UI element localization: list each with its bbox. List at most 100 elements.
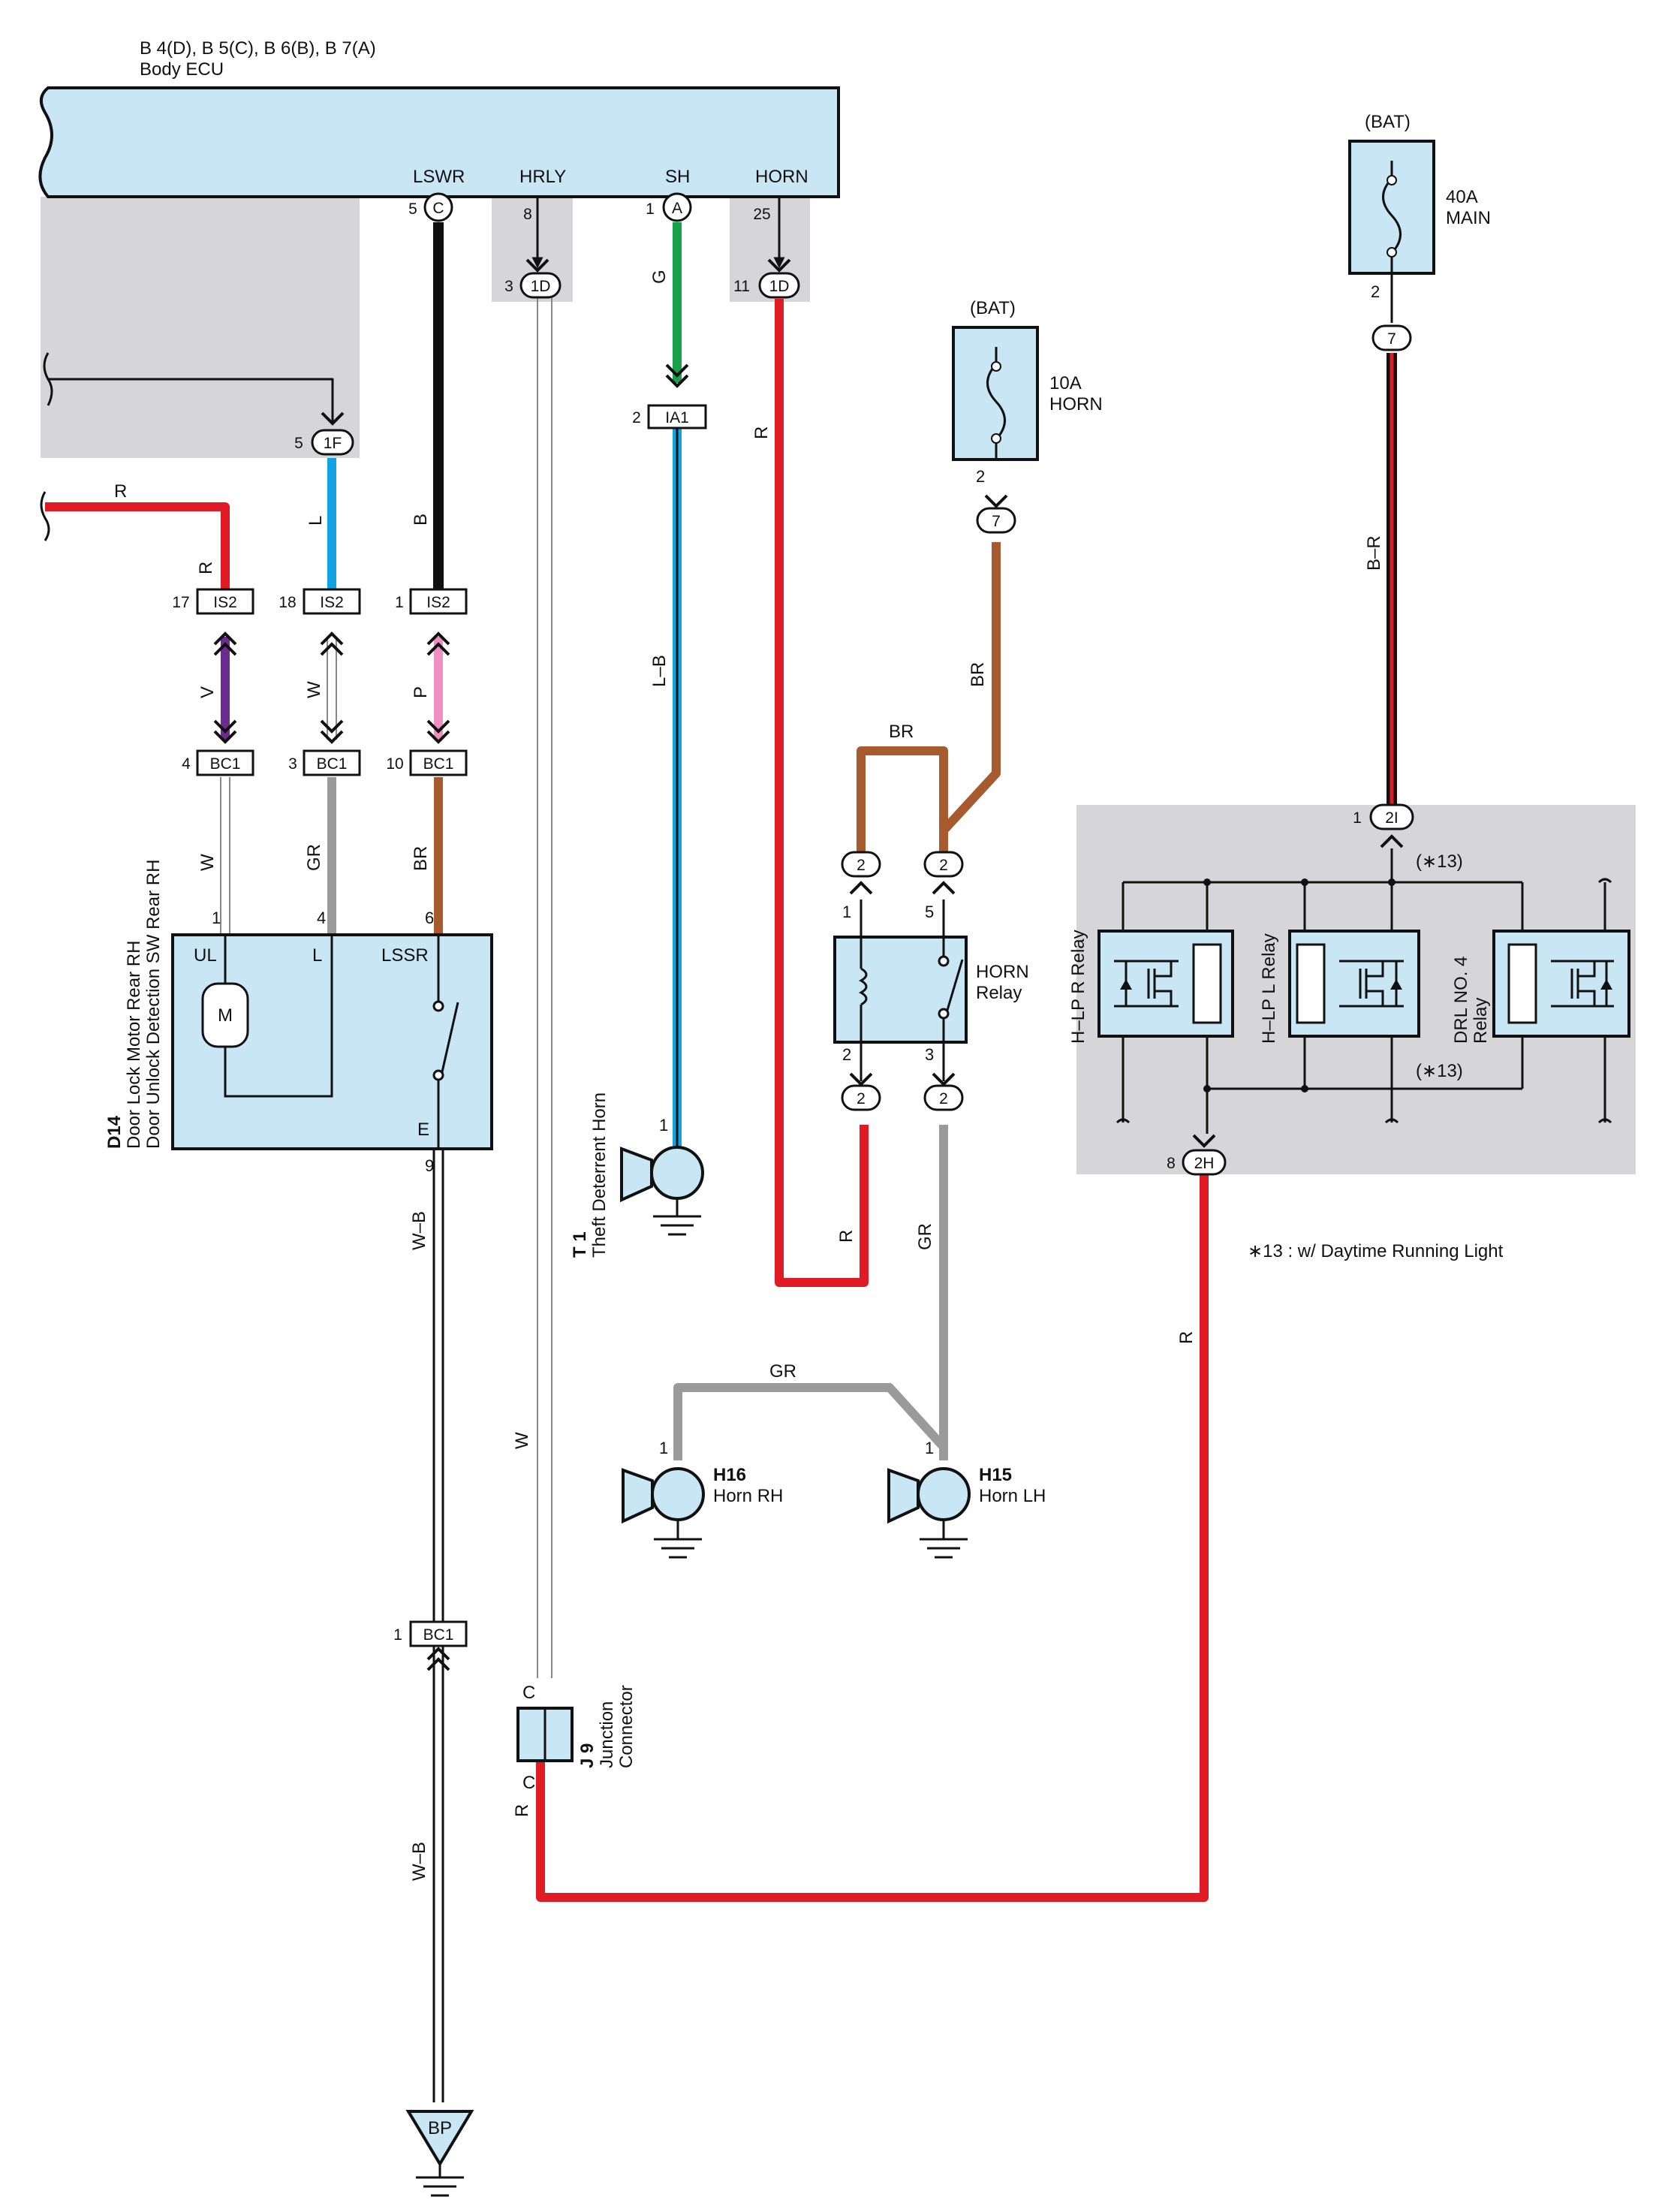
horn-icon: [650, 1146, 704, 1200]
main-fuse-rating: 40A: [1446, 187, 1478, 207]
connector-1d-horn: 1D: [769, 278, 790, 295]
pin-17: 17: [172, 594, 189, 611]
ecu-codes: B 4(D), B 5(C), B 6(B), B 7(A): [140, 38, 376, 59]
body-ecu: B 4(D), B 5(C), B 6(B), B 7(A) Body ECU …: [38, 38, 840, 198]
horn-rh-h16: 1 H16 Horn RH: [622, 1439, 783, 1559]
relay-hlp-r: H–LP R Relay: [1068, 930, 1088, 1044]
j9-line2: Connector: [616, 1685, 637, 1768]
connector-bc1-1: BC1: [423, 1626, 454, 1644]
wire-label-br-top: BR: [889, 722, 914, 742]
j9-c-top: C: [522, 1683, 535, 1703]
t1-pin-1: 1: [659, 1116, 668, 1135]
pin-10-bc1: 10: [386, 755, 403, 773]
ecu-terminal-horn: HORN: [755, 167, 808, 187]
horn-lh-icon: [917, 1467, 971, 1521]
pin-4-bc1: 4: [182, 755, 191, 773]
wire-label-gr-relay: GR: [915, 1223, 935, 1250]
connector-ia1: IA1: [665, 409, 689, 426]
connector-2-relay-out-3: 2: [939, 1090, 948, 1108]
theft-deterrent-horn-t1: 1 T 1 Theft Deterrent Horn: [570, 1092, 704, 1258]
ecu-terminal-sh: SH: [665, 167, 690, 187]
horn-relay-line1: HORN: [976, 962, 1029, 982]
note-ref-bottom: (∗13): [1416, 1061, 1463, 1081]
connector-bc1-3: BC1: [317, 755, 348, 773]
chevron-icons: [213, 258, 1404, 1671]
relay-pin-1: 1: [842, 903, 851, 921]
d14-pin-4: 4: [317, 909, 326, 927]
wire-label-lb: L–B: [649, 655, 670, 687]
h15-name: Horn LH: [979, 1486, 1046, 1506]
connector-is2-18: IS2: [320, 594, 344, 611]
wire-label-w-hrly: W: [512, 1432, 532, 1449]
wire-label-r-horn: R: [751, 426, 772, 439]
door-lock-motor-d14: 1 4 6 9 UL L LSSR E M D14 Door Lock Moto…: [104, 860, 493, 1175]
connector-2-relay-in-5: 2: [939, 857, 948, 874]
connector-7-main-fuse: 7: [1387, 330, 1396, 348]
headlight-relays: H–LP R Relay H–LP L Relay DRL NO. 4 Rela…: [1068, 848, 1630, 1134]
fuse-10a-horn: (BAT) 10A HORN 2: [952, 298, 1103, 486]
wire-labels: R R L B V W P W GR BR G L–B R W W–B W–B …: [114, 270, 1384, 1881]
wire-label-w-lower: W: [197, 854, 218, 871]
ground-bp-label: BP: [428, 2118, 452, 2138]
connector-bc1-10: BC1: [423, 755, 454, 773]
connector-2h: 2H: [1194, 1155, 1215, 1172]
main-fuse-name: MAIN: [1446, 208, 1491, 228]
ecu-name: Body ECU: [140, 59, 224, 80]
h15-pin-1: 1: [925, 1439, 934, 1457]
pin-25-horn: 25: [753, 206, 770, 223]
wire-label-r-junction: R: [512, 1804, 532, 1817]
connector-c: C: [432, 200, 444, 217]
pin-5-1f: 5: [294, 435, 303, 452]
fuse-40a-main: (BAT) 40A MAIN 2: [1348, 112, 1491, 323]
wire-label-br: BR: [411, 846, 431, 871]
connector-1d-hrly: 1D: [531, 278, 551, 295]
horn-fuse-name: HORN: [1049, 394, 1103, 414]
connector-2i: 2I: [1385, 809, 1399, 827]
note-ref-top: (∗13): [1416, 851, 1463, 872]
d14-terminal-e: E: [417, 1120, 429, 1140]
d14-pin-1: 1: [212, 909, 221, 927]
relay-pin-5: 5: [925, 903, 934, 921]
pin-1-2i: 1: [1353, 809, 1362, 827]
ecu-terminal-lswr: LSWR: [413, 167, 465, 187]
ground-bp: BP: [405, 2110, 474, 2197]
connector-1f: 1F: [324, 435, 342, 452]
d14-line2: Door Unlock Detection SW Rear RH: [143, 860, 164, 1149]
pin-18: 18: [279, 594, 296, 611]
d14-pin-9: 9: [425, 1156, 434, 1175]
wire-label-wb-2: W–B: [409, 1842, 429, 1881]
wire-label-r-relay: R: [836, 1230, 857, 1243]
relay-drl-line1: DRL NO. 4: [1451, 957, 1471, 1044]
wire-label-wb-1: W–B: [409, 1211, 429, 1250]
relay-pin-2: 2: [842, 1045, 851, 1064]
wire-label-br-fuse: BR: [968, 662, 988, 687]
wire-label-br-main: B–R: [1364, 535, 1384, 571]
d14-pin-6: 6: [425, 909, 434, 927]
connector-2-relay-in-1: 2: [857, 857, 866, 874]
horn-relay: 1 5 2 3 HORN Relay: [833, 900, 1029, 1081]
h16-name: Horn RH: [713, 1486, 783, 1506]
d14-terminal-ul: UL: [194, 945, 217, 966]
main-fuse-pin-2: 2: [1371, 282, 1380, 301]
wire-label-r-top: R: [114, 481, 127, 502]
wire-label-r-is2: R: [196, 562, 216, 574]
junction-connector-j9: C C J 9 Junction Connector: [516, 1683, 637, 1793]
connector-7-horn-fuse: 7: [992, 513, 1001, 530]
horn-fuse-bat: (BAT): [970, 298, 1016, 318]
horn-rh-icon: [651, 1467, 705, 1521]
pin-3-bc1: 3: [288, 755, 297, 773]
connectors: C 5 A 1 8 25 1D 3 1D 11 1F 5 IA1 2 IS2 1…: [172, 192, 1414, 1647]
relay-drl-line2: Relay: [1471, 998, 1491, 1044]
wire-label-g: G: [649, 270, 670, 284]
connector-bc1-4: BC1: [210, 755, 241, 773]
j9-c-bottom: C: [522, 1773, 535, 1793]
t1-name: Theft Deterrent Horn: [589, 1092, 610, 1258]
relay-hlp-l: H–LP L Relay: [1259, 933, 1279, 1044]
horn-fuse-pin-2: 2: [976, 467, 985, 486]
motor-icon: [201, 982, 249, 1048]
wire-label-v: V: [197, 686, 218, 698]
j9-line1: Junction: [597, 1701, 617, 1768]
pin-1-bc1: 1: [393, 1626, 402, 1644]
wire-label-gr-horns: GR: [769, 1361, 796, 1382]
